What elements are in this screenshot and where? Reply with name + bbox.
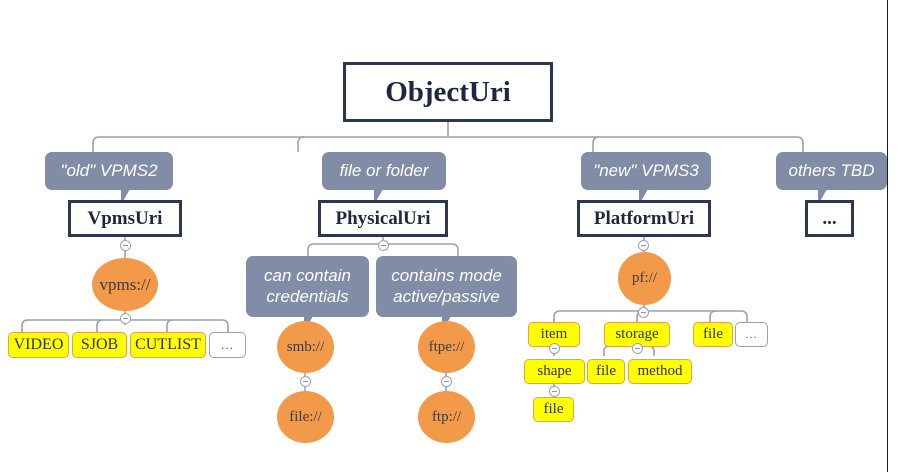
leaf-node-shape-file-label: file: [543, 401, 564, 417]
callout-tail-icon: [374, 189, 383, 205]
scheme-node-ftpe-label: ftpe://: [428, 338, 465, 355]
class-node-platformuri[interactable]: PlatformUri: [577, 200, 711, 237]
collapse-toggle-physicaluri[interactable]: [378, 240, 389, 251]
scheme-node-smb[interactable]: smb://: [277, 321, 334, 373]
callout-old-vpms2-text: "old" VPMS2: [60, 160, 158, 180]
leaf-node-shape-label: shape: [537, 363, 572, 379]
collapse-toggle-vpms-scheme[interactable]: [120, 313, 131, 324]
leaf-node-pf-ellipsis[interactable]: ...: [735, 322, 768, 347]
leaf-node-item[interactable]: item: [528, 322, 580, 347]
leaf-node-cutlist[interactable]: CUTLIST: [130, 332, 206, 358]
callout-tail-icon: [639, 189, 648, 205]
callout-old-vpms2: "old" VPMS2: [45, 152, 173, 205]
scheme-node-file-url[interactable]: file://: [277, 391, 334, 443]
leaf-node-sjob-label: SJOB: [80, 336, 119, 353]
leaf-node-item-label: item: [540, 326, 568, 342]
callout-can-contain-credentials: can contain credentials: [246, 256, 369, 332]
scheme-node-file-url-label: file://: [289, 408, 322, 425]
collapse-toggle-ftpe[interactable]: [441, 376, 452, 387]
scheme-node-pf[interactable]: pf://: [618, 252, 671, 305]
leaf-node-pf-file[interactable]: file: [693, 322, 733, 347]
class-node-vpmsuri[interactable]: VpmsUri: [68, 200, 182, 237]
collapse-toggle-storage[interactable]: [632, 343, 643, 354]
scheme-node-pf-label: pf://: [632, 270, 657, 286]
callout-contains-mode: contains mode active/passive: [376, 256, 517, 332]
callout-file-or-folder-text: file or folder: [339, 160, 429, 180]
leaf-node-video[interactable]: VIDEO: [8, 332, 69, 358]
leaf-node-storage-label: storage: [615, 326, 659, 342]
callout-new-vpms3: "new" VPMS3: [581, 152, 711, 205]
callout-others-tbd: others TBD: [776, 152, 887, 205]
leaf-node-pf-file-label: file: [703, 326, 723, 342]
callout-new-vpms3-text: "new" VPMS3: [593, 160, 699, 180]
scheme-node-ftp[interactable]: ftp://: [418, 391, 475, 443]
leaf-node-storage-method-label: method: [637, 363, 683, 379]
slide-right-edge: [887, 0, 888, 472]
root-node-objecturi[interactable]: ObjectUri: [343, 62, 553, 122]
leaf-node-storage-file[interactable]: file: [587, 359, 625, 384]
callout-file-or-folder: file or folder: [322, 152, 446, 205]
callout-contains-mode-line2: active/passive: [393, 286, 500, 306]
collapse-toggle-item[interactable]: [549, 343, 560, 354]
leaf-node-cutlist-label: CUTLIST: [135, 336, 201, 353]
class-node-others[interactable]: ...: [805, 200, 854, 237]
scheme-node-smb-label: smb://: [286, 338, 325, 355]
collapse-toggle-platformuri[interactable]: [638, 240, 649, 251]
scheme-node-ftp-label: ftp://: [431, 408, 462, 425]
leaf-node-vpms-ellipsis[interactable]: ...: [209, 332, 246, 358]
scheme-node-ftpe[interactable]: ftpe://: [418, 321, 475, 373]
leaf-node-shape[interactable]: shape: [524, 359, 585, 384]
callout-others-tbd-text: others TBD: [788, 160, 875, 180]
leaf-node-video-label: VIDEO: [13, 336, 64, 353]
leaf-node-sjob[interactable]: SJOB: [72, 332, 127, 358]
callout-can-contain-credentials-line2: credentials: [266, 286, 349, 306]
collapse-toggle-shape[interactable]: [549, 386, 560, 397]
callout-tail-icon: [818, 189, 827, 205]
leaf-node-shape-file[interactable]: file: [533, 397, 574, 422]
collapse-toggle-pf-scheme[interactable]: [638, 307, 649, 318]
leaf-node-storage-file-label: file: [596, 363, 616, 379]
class-node-others-label: ...: [822, 207, 837, 229]
leaf-node-vpms-ellipsis-label: ...: [221, 337, 234, 352]
leaf-node-pf-ellipsis-label: ...: [745, 327, 758, 341]
leaf-node-storage-method[interactable]: method: [628, 359, 692, 384]
class-node-vpmsuri-label: VpmsUri: [87, 207, 163, 229]
collapse-toggle-smb[interactable]: [300, 376, 311, 387]
class-node-physicaluri[interactable]: PhysicalUri: [318, 200, 448, 237]
collapse-toggle-vpmsuri[interactable]: [120, 240, 131, 251]
callout-tail-icon: [121, 189, 130, 205]
callout-contains-mode-line1: contains mode: [391, 266, 502, 286]
class-node-platformuri-label: PlatformUri: [593, 207, 695, 229]
class-node-physicaluri-label: PhysicalUri: [335, 207, 431, 229]
scheme-node-vpms-label: vpms://: [99, 274, 151, 294]
root-label: ObjectUri: [385, 75, 511, 108]
scheme-node-vpms[interactable]: vpms://: [92, 258, 158, 311]
callout-can-contain-credentials-line1: can contain: [264, 266, 351, 286]
